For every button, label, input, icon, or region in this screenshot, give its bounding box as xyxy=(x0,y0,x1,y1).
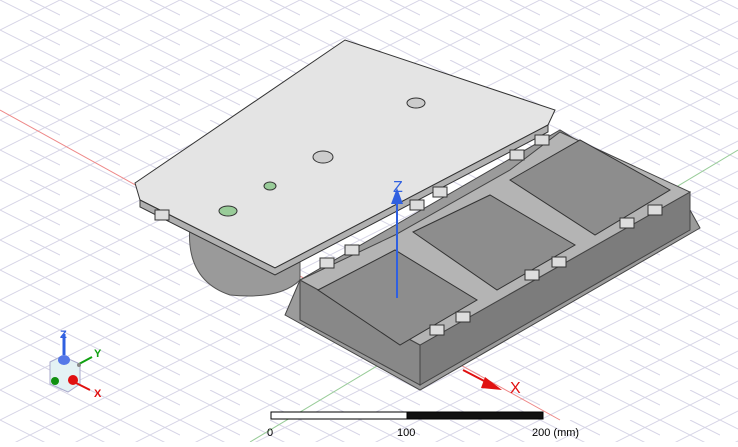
model[interactable] xyxy=(134,39,701,391)
x-axis-arrow xyxy=(462,369,502,390)
scale-tick-200: 200 (mm) xyxy=(532,427,580,439)
z-axis-arrow xyxy=(391,188,403,298)
scale-bar xyxy=(270,411,544,420)
scale-tick-0: 0 xyxy=(267,427,274,439)
triad-x-label: X xyxy=(94,388,102,400)
z-axis-label: Z xyxy=(393,179,403,196)
x-axis-label: X xyxy=(510,380,521,397)
triad-y-label: Y xyxy=(94,348,102,360)
scale-tick-100: 100 xyxy=(397,427,416,439)
triad-z-label: Z xyxy=(60,329,67,341)
axis-triad[interactable] xyxy=(49,334,93,393)
